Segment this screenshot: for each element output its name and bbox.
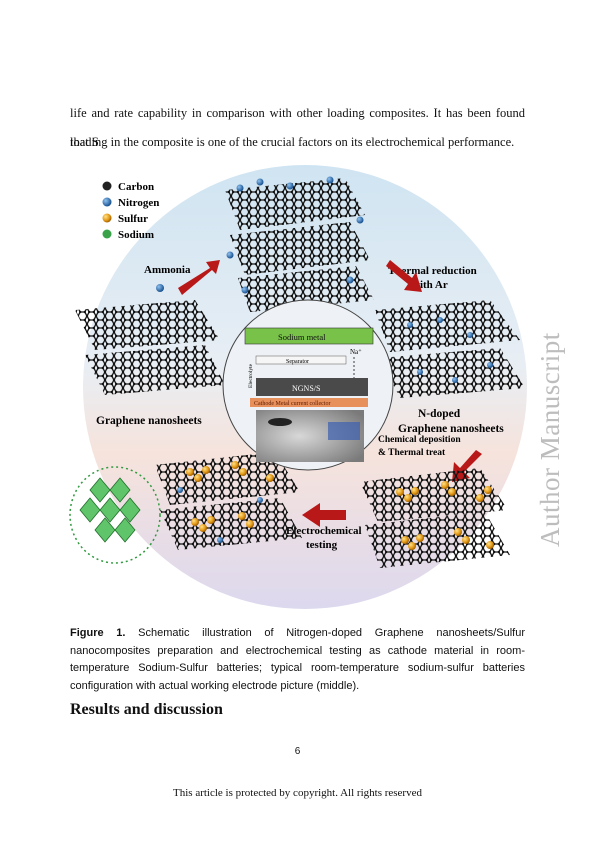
sulfur-sheets-right — [360, 468, 510, 568]
legend-nitrogen: Nitrogen — [118, 197, 159, 209]
graphene-sheets-left — [75, 300, 225, 395]
figure-caption: Figure 1. Schematic illustration of Nitr… — [70, 625, 525, 695]
cell-electrolyte: Electrolyte — [248, 363, 254, 388]
label-thermal-reduction-1: Thermal reduction — [388, 265, 477, 277]
label-electrochem-1: Electrochemical — [286, 525, 362, 537]
legend-nitrogen-dot — [102, 197, 112, 207]
legend-sulfur-dot — [102, 213, 112, 223]
label-ndoped-1: N-doped — [418, 408, 461, 420]
legend: Carbon Nitrogen Sulfur Sodium — [102, 181, 159, 241]
arrow-thermal — [386, 260, 422, 292]
legend-carbon-dot — [102, 181, 112, 191]
arrow-electrochem — [302, 503, 346, 527]
cell-separator: Separator — [286, 359, 309, 365]
arrow-ammonia — [178, 260, 220, 295]
cell-na-plus: Na⁺ — [350, 348, 362, 356]
label-ndoped-2: Graphene nanosheets — [398, 423, 504, 435]
body-text-line-2: loading in the composite is one of the c… — [70, 135, 515, 149]
label-chem-dep-1: Chemical deposition — [378, 435, 461, 445]
watermark-text: Author Manuscript — [535, 332, 565, 547]
label-graphene: Graphene nanosheets — [96, 415, 202, 427]
cell-collector: Cathode Metal current collector — [254, 401, 330, 407]
label-ammonia: Ammonia — [144, 264, 191, 276]
ammonia-sheets — [225, 176, 374, 312]
cell-inset: Sodium metal Na⁺ Separator Electrolyte N… — [222, 299, 394, 471]
label-electrochem-2: testing — [306, 539, 338, 551]
body-text-line-1: life and rate capability in comparison w… — [70, 106, 525, 149]
legend-sulfur: Sulfur — [118, 213, 148, 225]
legend-carbon: Carbon — [118, 181, 154, 193]
crystal-cluster — [69, 466, 161, 564]
legend-sodium-dot — [102, 229, 112, 239]
cell-sodium-metal: Sodium metal — [278, 332, 326, 342]
label-chem-dep-2: & Thermal treat — [378, 448, 446, 458]
caption-text: Schematic illustration of Nitrogen-doped… — [70, 627, 526, 692]
sulfur-sheets-left — [155, 452, 302, 550]
cell-ngns: NGNS/S — [292, 384, 320, 393]
figure-schematic: Carbon Nitrogen Sulfur Sodium Ammonia Th… — [69, 165, 527, 609]
author-manuscript-watermark: Author Manuscript — [535, 332, 565, 547]
copyright-footer: This article is protected by copyright. … — [173, 787, 422, 799]
legend-sodium: Sodium — [118, 229, 154, 241]
ndoped-sheets-right — [375, 300, 525, 398]
page-number: 6 — [294, 746, 301, 757]
caption-label: Figure 1. — [70, 627, 126, 639]
label-thermal-reduction-2: with Ar — [412, 279, 448, 291]
section-heading: Results and discussion — [70, 701, 223, 718]
